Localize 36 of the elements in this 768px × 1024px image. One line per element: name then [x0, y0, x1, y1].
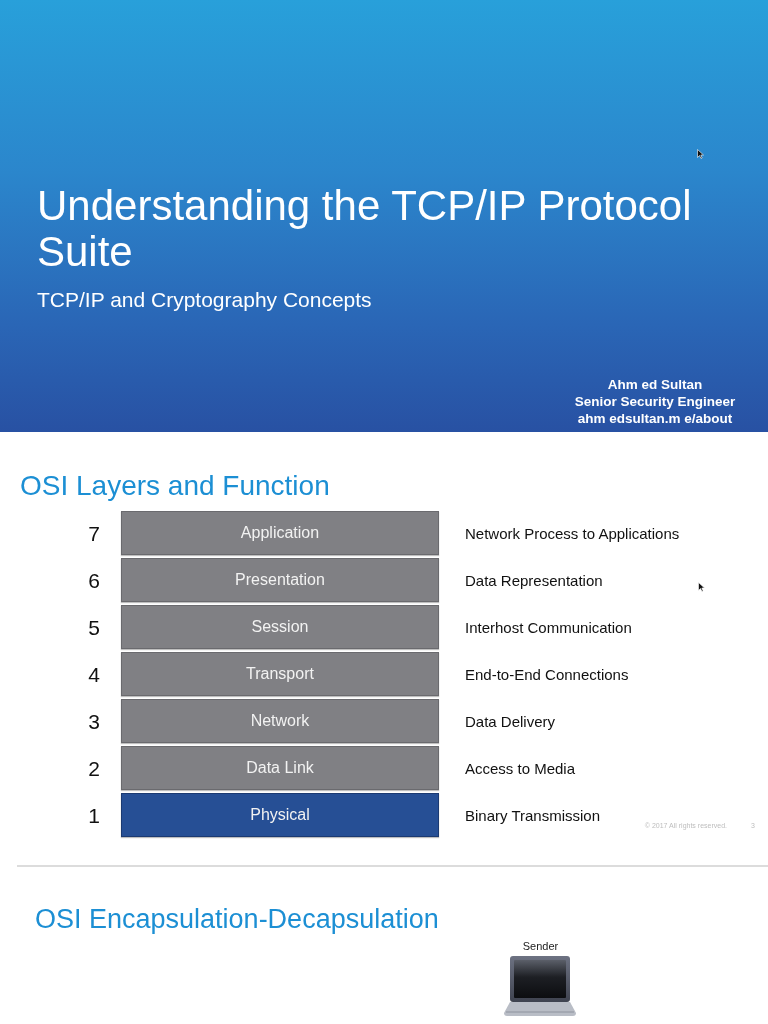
- highlighted-layer-box: [121, 793, 439, 837]
- layer-number: 7: [88, 521, 100, 547]
- slide-heading: OSI Layers and Function: [20, 470, 330, 503]
- slide-subtitle: TCP/IP and Cryptography Concepts: [37, 288, 372, 313]
- layer-name: Application: [240, 523, 320, 543]
- layer-number: 2: [88, 756, 100, 782]
- layer-function: Data Delivery: [465, 713, 556, 731]
- web-address: ahm edsultan.m e/about: [577, 411, 733, 427]
- layer-function: Data Representation: [465, 572, 603, 590]
- layer-function: Interhost Communication: [465, 619, 632, 637]
- layer-function: Network Process to Applications: [465, 525, 680, 543]
- layer-name: Presentation: [235, 570, 325, 590]
- layer-number: 1: [88, 803, 100, 829]
- layer-box: [121, 652, 439, 696]
- layer-box: [121, 605, 439, 649]
- device-label: Sender: [522, 940, 559, 953]
- layer-box: [121, 558, 439, 602]
- layer-number: 5: [88, 615, 100, 641]
- layer-box: [121, 746, 439, 790]
- layer-function: Access to Media: [465, 760, 576, 778]
- layer-function: Binary Transmission: [465, 807, 601, 825]
- author-name: Ahm ed Sultan: [607, 377, 703, 393]
- layer-name: Network: [250, 711, 310, 731]
- layer-function: End-to-End Connections: [465, 666, 629, 684]
- layer-name: Session: [251, 617, 309, 637]
- job-title: Senior Security Engineer: [574, 394, 736, 410]
- layer-name: Data Link: [246, 758, 314, 778]
- layer-number: 3: [88, 709, 100, 735]
- layer-box: [121, 511, 439, 555]
- layer-box: [121, 699, 439, 743]
- layer-name: Transport: [246, 664, 314, 684]
- slide-heading: OSI Encapsulation-Decapsulation: [35, 904, 439, 936]
- layer-number: 6: [88, 568, 100, 594]
- slide-title: Understanding the TCP/IP Protocol Suite: [37, 183, 693, 275]
- layer-number: 4: [88, 662, 100, 688]
- layer-name: Physical: [250, 805, 310, 825]
